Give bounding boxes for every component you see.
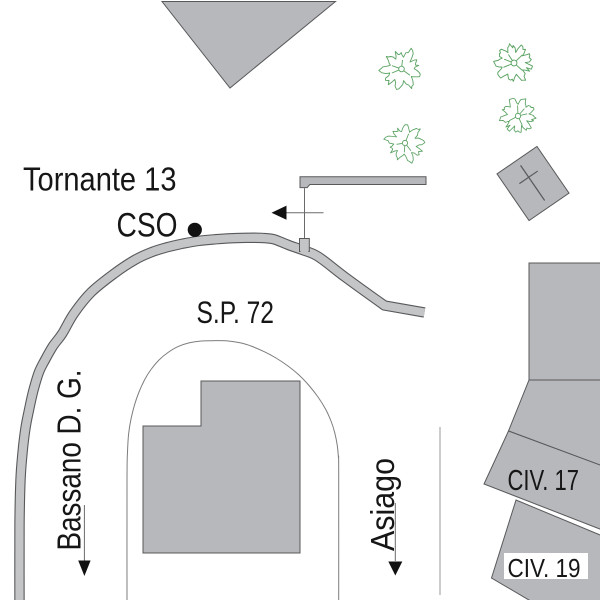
svg-text:Asiago: Asiago [365,458,402,551]
svg-text:S.P. 72: S.P. 72 [197,294,275,330]
svg-text:Bassano D. G.: Bassano D. G. [52,370,89,551]
svg-text:CSO: CSO [117,207,178,245]
svg-text:CIV. 17: CIV. 17 [508,465,580,497]
svg-text:CIV. 19: CIV. 19 [508,553,581,583]
svg-text:Tornante 13: Tornante 13 [23,161,177,198]
